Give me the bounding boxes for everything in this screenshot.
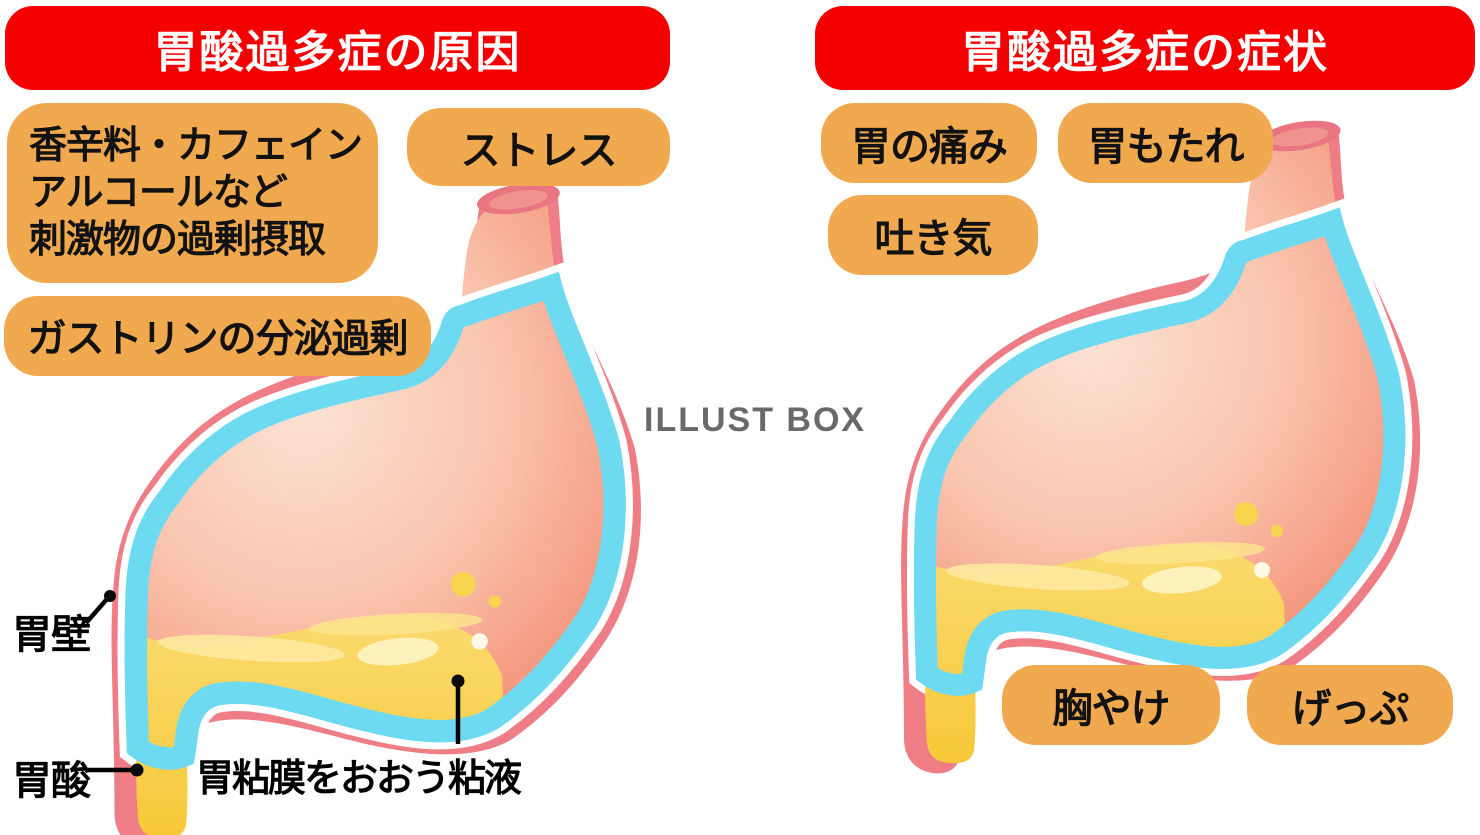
symptom-nausea-label: 吐き気 [828, 195, 1038, 275]
cause-line-2: アルコールなど [29, 171, 288, 214]
symptom-stomach-pain-label: 胃の痛み [821, 103, 1037, 183]
cause-stimulants-label: 香辛料・カフェイン アルコールなど 刺激物の過剰摂取 [7, 103, 378, 283]
symptom-burp-label: げっぷ [1247, 665, 1453, 745]
cause-gastrin-label: ガストリンの分泌過剰 [4, 296, 431, 376]
annotation-lines [84, 597, 461, 773]
symptoms-header-title: 胃酸過多症の症状 [961, 28, 1329, 77]
annotation-dots [104, 590, 465, 777]
symptom-heartburn-label: 胸やけ [1002, 665, 1220, 745]
cause-line-3: 刺激物の過剰摂取 [29, 218, 326, 261]
stomach-wall-label: 胃壁 [12, 613, 91, 657]
cause-stress-label: ストレス [407, 108, 670, 186]
illust-box-watermark: ILLUST BOX [644, 401, 867, 439]
stomach-acid-label: 胃酸 [12, 759, 91, 803]
mucus-label: 胃粘膜をおおう粘液 [196, 758, 522, 800]
symptom-heaviness-label: 胃もたれ [1058, 103, 1273, 183]
cause-line-1: 香辛料・カフェイン [29, 124, 363, 167]
symptoms-header-banner: 胃酸過多症の症状 [815, 6, 1475, 90]
causes-header-title: 胃酸過多症の原因 [153, 28, 522, 77]
causes-header-banner: 胃酸過多症の原因 [5, 6, 670, 90]
